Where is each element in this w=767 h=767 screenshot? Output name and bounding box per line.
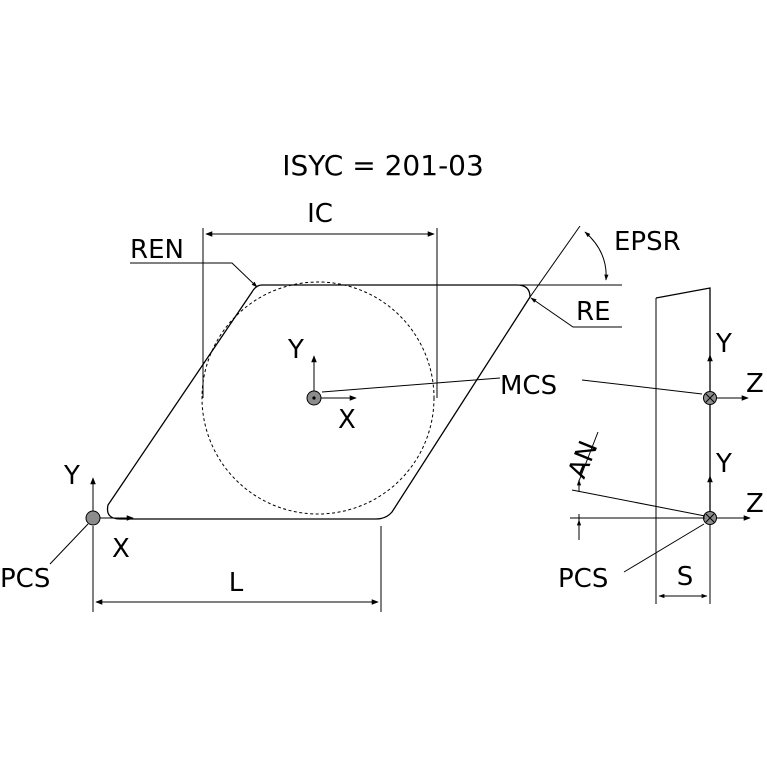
mcs-y-label: Y	[287, 335, 304, 365]
insert-outline	[106, 284, 531, 520]
mcs-side-z-label: Z	[746, 369, 764, 399]
l-label: L	[229, 568, 244, 598]
pcs-side-z-label: Z	[746, 489, 764, 519]
pcs-top-label: PCS	[0, 564, 50, 594]
epsr-angle-arc	[584, 231, 609, 281]
mcs-leader-side	[581, 379, 703, 395]
pcs-top-y-label: Y	[63, 461, 80, 491]
pcs-top-leader	[49, 523, 89, 565]
pcs-side-cross-icon	[705, 513, 715, 523]
mcs-side-y-label: Y	[715, 329, 732, 359]
side-view-top-and-right-edge	[655, 287, 711, 519]
re-leader	[530, 297, 622, 328]
pcs-side-y-label: Y	[715, 449, 732, 479]
an-label: AN	[563, 437, 605, 483]
epsr-label: EPSR	[614, 227, 681, 257]
inscribed-circle	[201, 281, 435, 515]
pcs-top-origin-marker	[85, 510, 101, 526]
pcs-side-leader	[623, 523, 705, 573]
mcs-x-label: X	[338, 405, 356, 435]
ic-label: IC	[307, 199, 333, 229]
pcs-top-x-label: X	[112, 534, 130, 564]
mcs-leader-top	[321, 377, 501, 393]
mcs-side-cross-icon	[705, 393, 715, 403]
pcs-side-label: PCS	[558, 564, 608, 594]
diagram-title: ISYC = 201-03	[282, 149, 484, 182]
re-label: RE	[576, 297, 611, 327]
epsr-extension-line	[529, 225, 581, 298]
an-leader	[578, 431, 599, 482]
s-label: S	[677, 562, 694, 592]
ren-label: REN	[130, 235, 184, 265]
an-angle-line	[571, 489, 706, 517]
ren-leader	[130, 262, 258, 288]
mcs-label: MCS	[500, 371, 557, 401]
mcs-origin-dot	[312, 396, 316, 400]
